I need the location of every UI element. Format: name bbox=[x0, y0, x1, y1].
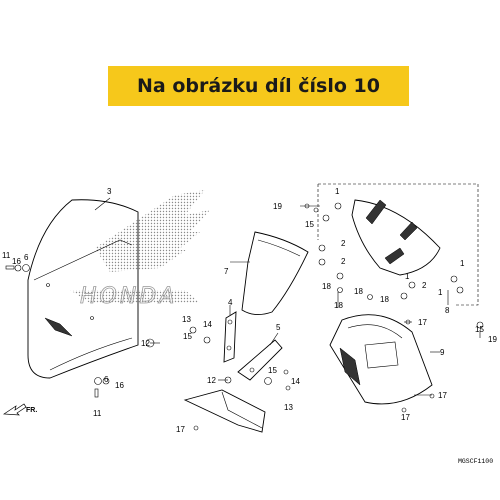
callout-15: 15 bbox=[475, 325, 484, 334]
callout-12: 12 bbox=[141, 339, 150, 348]
part-number-banner: Na obrázku díl číslo 10 bbox=[108, 66, 409, 106]
callout-1: 1 bbox=[438, 288, 443, 297]
callout-7: 7 bbox=[224, 267, 229, 276]
callout-17: 17 bbox=[176, 425, 185, 434]
callout-13: 13 bbox=[182, 315, 191, 324]
hardware-group bbox=[5, 202, 484, 431]
callout-12: 12 bbox=[207, 376, 216, 385]
callout-4: 4 bbox=[228, 298, 233, 307]
front-direction-indicator: FR. bbox=[2, 403, 37, 416]
diagram-code: MGSCF1100 bbox=[458, 458, 493, 465]
inner-visor-part bbox=[241, 231, 309, 315]
callout-16: 16 bbox=[12, 257, 21, 266]
bracket-4-part bbox=[223, 311, 237, 363]
callout-3: 3 bbox=[107, 187, 112, 196]
windscreen-part bbox=[27, 199, 139, 379]
callout-15: 15 bbox=[183, 332, 192, 341]
callout-labels: 3 7 4 5 9 8 11 16 6 6 16 11 12 13 14 15 … bbox=[2, 187, 497, 434]
callout-1: 1 bbox=[405, 272, 410, 281]
callout-16: 16 bbox=[115, 381, 124, 390]
callout-13: 13 bbox=[284, 403, 293, 412]
callout-6: 6 bbox=[24, 253, 29, 262]
callout-1: 1 bbox=[335, 187, 340, 196]
bracket-5-part bbox=[237, 339, 283, 381]
callout-11: 11 bbox=[2, 251, 11, 260]
callout-14: 14 bbox=[203, 320, 212, 329]
callout-1: 1 bbox=[460, 259, 465, 268]
callout-19: 19 bbox=[273, 202, 282, 211]
callout-15: 15 bbox=[268, 366, 277, 375]
callout-2: 2 bbox=[422, 281, 427, 290]
callout-18: 18 bbox=[334, 301, 343, 310]
callout-17: 17 bbox=[418, 318, 427, 327]
leader-lines bbox=[94, 197, 481, 396]
callout-18: 18 bbox=[322, 282, 331, 291]
callout-19: 19 bbox=[488, 335, 497, 344]
callout-9: 9 bbox=[440, 348, 445, 357]
callout-8: 8 bbox=[445, 306, 450, 315]
callout-2: 2 bbox=[341, 239, 346, 248]
callout-18: 18 bbox=[380, 295, 389, 304]
callout-2: 2 bbox=[341, 257, 346, 266]
honda-wing-logo: HONDA bbox=[70, 190, 210, 309]
front-label: FR. bbox=[26, 407, 37, 414]
cowl-9-part bbox=[329, 314, 433, 405]
callout-17: 17 bbox=[438, 391, 447, 400]
banner-text: Na obrázku díl číslo 10 bbox=[137, 75, 380, 97]
subassembly-box bbox=[317, 183, 479, 306]
callout-5: 5 bbox=[276, 323, 281, 332]
callout-15: 15 bbox=[305, 220, 314, 229]
callout-6: 6 bbox=[104, 375, 109, 384]
callout-17: 17 bbox=[401, 413, 410, 422]
callout-18: 18 bbox=[354, 287, 363, 296]
honda-watermark-text: HONDA bbox=[80, 284, 177, 309]
callout-11: 11 bbox=[93, 409, 102, 418]
lower-bracket-part bbox=[183, 389, 266, 433]
callout-14: 14 bbox=[291, 377, 300, 386]
